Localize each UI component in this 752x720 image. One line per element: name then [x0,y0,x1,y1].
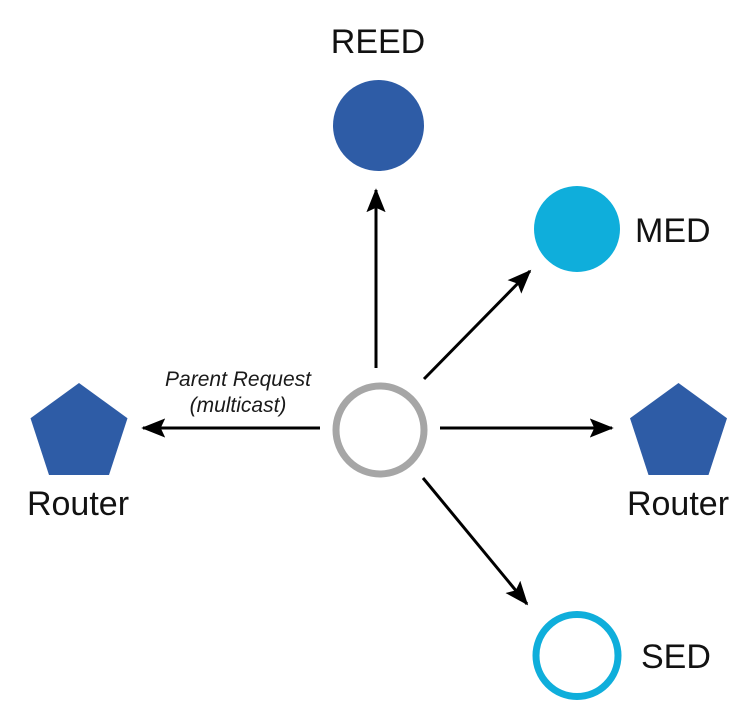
edge-label-parent-request: Parent Request (multicast) [165,368,312,417]
reed-label: REED [331,23,425,61]
node-router-left[interactable]: Router [27,383,129,523]
edge-group [141,188,614,606]
sed-circle[interactable] [532,611,622,700]
router-left-label: Router [27,485,129,523]
sed-label: SED [641,638,711,676]
reed-circle[interactable] [333,80,424,171]
med-label: MED [635,212,711,250]
node-reed[interactable]: REED [331,23,425,171]
node-router-right[interactable]: Router [627,383,729,523]
center-node-joining-device[interactable] [332,382,428,478]
router-right-label: Router [627,485,729,523]
node-med[interactable]: MED [534,186,711,272]
med-circle[interactable] [534,186,620,272]
router-left-pentagon[interactable] [30,383,128,475]
edge-center-to-sed [421,477,529,606]
edge-label-line2: (multicast) [190,394,287,417]
node-sed[interactable]: SED [532,611,711,700]
router-right-pentagon[interactable] [630,383,727,475]
edge-label-line1: Parent Request [165,368,312,391]
edge-center-to-med [422,269,532,381]
